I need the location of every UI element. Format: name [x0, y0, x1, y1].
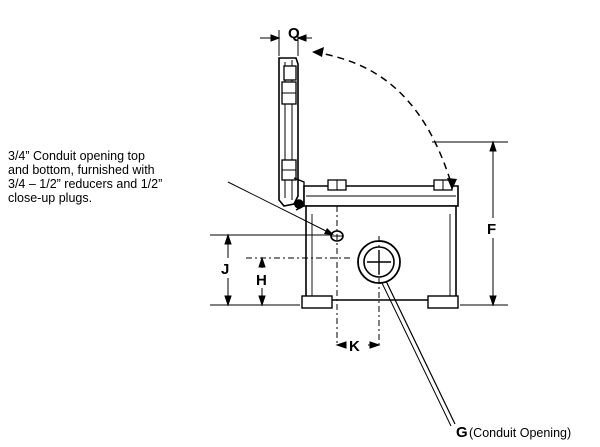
open-lid	[278, 57, 305, 211]
g-leader-inner	[381, 282, 452, 427]
swing-arrow-bottom	[447, 178, 457, 190]
box-body	[301, 179, 459, 309]
dimension-f	[432, 140, 508, 307]
conduit-label-letter: G	[456, 424, 468, 441]
lid-swing-arc	[313, 51, 453, 187]
note-line-1: 3/4” Conduit opening top	[8, 149, 145, 163]
dimension-h-label: H	[256, 272, 267, 289]
conduit-note: 3/4” Conduit opening top and bottom, fur…	[8, 149, 162, 205]
dimension-q-label: Q	[288, 25, 300, 42]
centerlines	[246, 206, 380, 345]
swing-arrow-top	[312, 47, 324, 57]
front-conduit-opening	[357, 240, 401, 284]
dimension-j	[210, 233, 332, 307]
g-leader	[385, 280, 456, 425]
note-leader	[227, 181, 333, 235]
dimension-h	[258, 256, 266, 307]
note-leader-arrow	[324, 228, 334, 235]
note-line-2: and bottom, furnished with	[8, 163, 155, 177]
dimension-j-label: J	[221, 261, 229, 278]
note-line-4: close-up plugs.	[8, 191, 92, 205]
dimension-k-label: K	[349, 338, 360, 355]
conduit-label-text: (Conduit Opening)	[469, 426, 571, 440]
dimension-f-label: F	[487, 221, 496, 238]
dimension-q	[260, 30, 312, 56]
dimension-k	[335, 341, 381, 349]
note-line-3: 3/4 – 1/2” reducers and 1/2”	[8, 177, 162, 191]
